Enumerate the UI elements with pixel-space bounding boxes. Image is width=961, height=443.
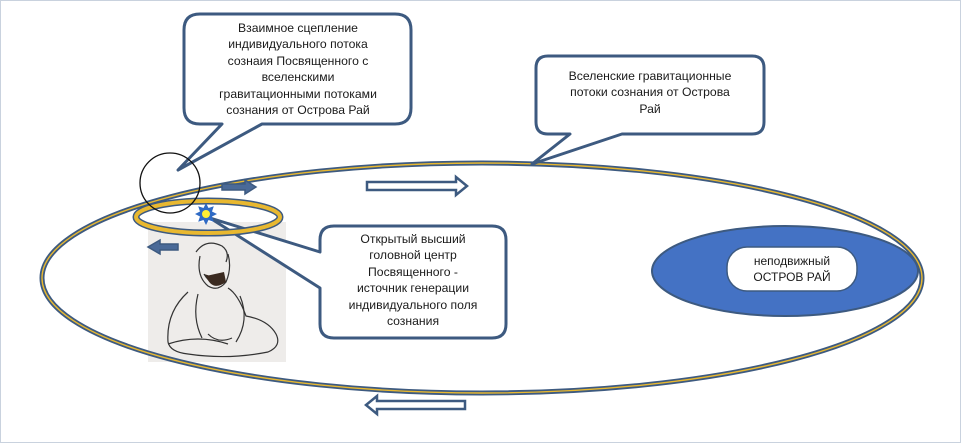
callout-coupling: [176, 12, 413, 172]
callout-coupling-line: Взаимное сцепление: [238, 21, 358, 35]
island-label-line: неподвижный: [753, 254, 831, 268]
callout-universal-flows-line: потоки сознания от Острова: [570, 85, 730, 100]
callout-head-center-line: головной центр: [369, 248, 457, 263]
arrow-bottom-large-left-icon: [364, 393, 467, 417]
beard: [206, 272, 226, 286]
meditating-figure-icon: [167, 242, 279, 358]
callout-head-center-line: источник генерации: [356, 281, 470, 296]
callout-head-center: [208, 216, 508, 340]
callout-universal-flows-line: Вселенские гравитационные: [568, 69, 732, 83]
crown-center-star-icon: [195, 203, 217, 225]
island-label: неподвижный ОСТРОВ РАЙ: [727, 253, 857, 285]
callout-head-center-line: индивидуального поля: [348, 297, 478, 312]
callout-head-center-line: Открытый высший: [360, 232, 466, 246]
callout-head-center-line: сознания: [386, 314, 440, 329]
head-halo: [132, 197, 284, 237]
island-label-line: ОСТРОВ РАЙ: [753, 270, 831, 284]
arrow-top-small-right-icon: [221, 178, 258, 196]
callout-head-center-text: Открытый высший головной центр Посвященн…: [322, 231, 504, 329]
callout-coupling-line: индивидуального потока: [228, 37, 368, 52]
callout-coupling-line: сознаия Посвященного с: [227, 53, 369, 68]
callout-coupling-text: Взаимное сцепление индивидуального поток…: [190, 20, 406, 118]
island-label-box: [726, 246, 858, 292]
callout-coupling-line: вселенскими: [261, 70, 335, 85]
callout-coupling-line: сознания от Острова Рай: [226, 103, 370, 118]
callout-coupling-line: гравитационными потоками: [219, 86, 377, 101]
arrow-left-small-icon: [146, 238, 179, 256]
coupling-circle: [139, 152, 201, 214]
callout-head-center-line: Посвященного -: [368, 264, 458, 279]
callout-universal-flows: [530, 54, 766, 166]
arrow-top-large-right-icon: [365, 174, 469, 198]
universal-orbit: [39, 160, 925, 396]
callout-universal-flows-line: Рай: [639, 101, 661, 116]
callout-universal-flows-text: Вселенские гравитационные потоки сознани…: [540, 68, 760, 117]
paradise-island: [651, 225, 919, 317]
